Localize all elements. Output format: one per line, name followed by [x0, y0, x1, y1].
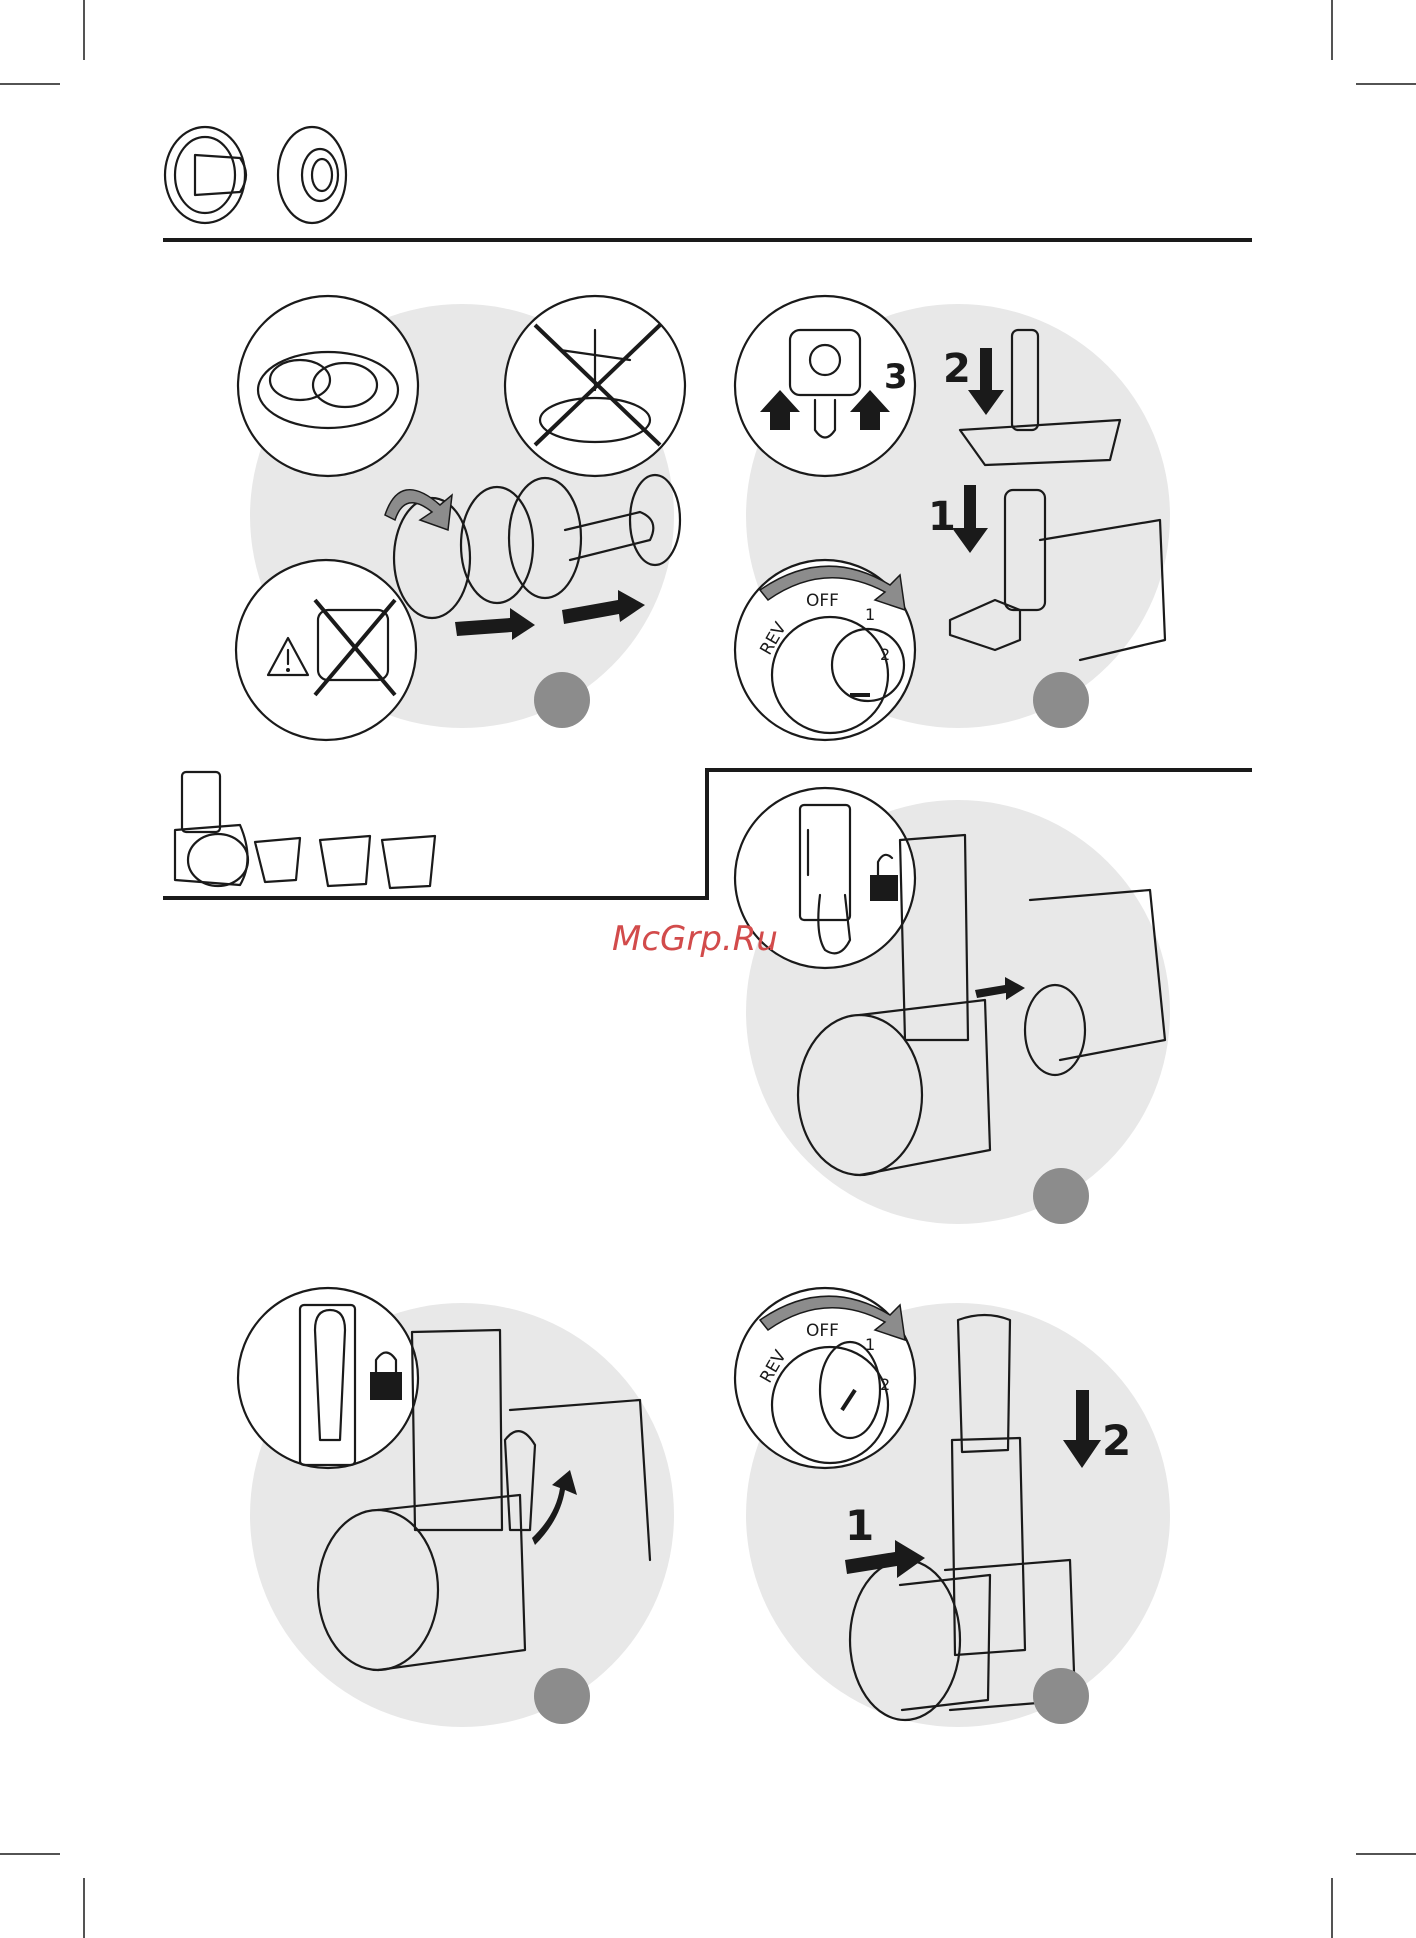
step-marker [1033, 672, 1089, 728]
bowl-of-meat-bubble [238, 296, 418, 476]
slicing-cone-icon [255, 838, 300, 882]
dial-off-label: OFF [806, 1321, 839, 1341]
panel-meat-grinder-assembly [236, 296, 685, 740]
panel-start-slicer: REV OFF 1 2 2 1 [735, 1288, 1170, 1727]
slicer-body-icon [175, 772, 248, 886]
step-number-1: 1 [845, 1501, 874, 1550]
step-number-1: 1 [928, 494, 956, 540]
step-number-2: 2 [1102, 1416, 1131, 1465]
coarse-grating-cone-icon [382, 836, 435, 888]
fine-grating-cone-icon [320, 836, 370, 886]
step-number-3: 3 [884, 357, 908, 397]
step-marker [534, 672, 590, 728]
step-marker [1033, 1168, 1089, 1224]
panel-start-grinder: 3 REV OFF 1 2 2 1 [735, 296, 1170, 740]
kebbe-accessory-icon [165, 127, 246, 223]
unplug-warning-bubble [236, 560, 416, 740]
dial-speed-1-label: 1 [865, 605, 875, 624]
speed-dial-bubble-2: REV OFF 1 2 [735, 1288, 915, 1468]
ring-accessory-icon [278, 127, 346, 223]
watermark-text: McGrp.Ru [612, 919, 778, 959]
step-marker [534, 1668, 590, 1724]
no-blade-grid-bubble [505, 296, 685, 476]
panel-attach-slicer [735, 788, 1170, 1224]
panel-lock-slicer [238, 1288, 674, 1727]
plug-in-bubble: 3 [735, 296, 915, 476]
step-marker [1033, 1668, 1089, 1724]
step-number-2: 2 [943, 346, 971, 392]
dial-off-label: OFF [806, 591, 839, 611]
header-accessories [163, 127, 1252, 240]
lock-bubble [238, 1288, 418, 1468]
speed-dial-bubble: REV OFF 1 2 [735, 560, 915, 740]
